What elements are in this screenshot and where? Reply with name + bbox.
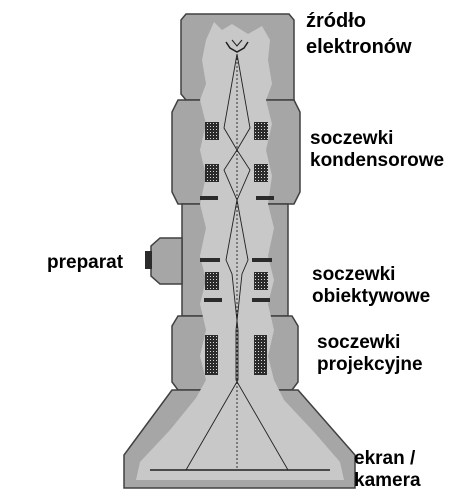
objective-aperture-right bbox=[252, 298, 270, 302]
objective-lenses bbox=[200, 258, 272, 302]
objective-aperture-left bbox=[204, 298, 222, 302]
ray-left bbox=[185, 53, 239, 471]
projector-lens-right bbox=[254, 335, 267, 375]
label-objective-line2: obiektywowe bbox=[312, 286, 431, 307]
specimen-holder-knob bbox=[145, 251, 152, 269]
specimen-plane-right bbox=[252, 258, 272, 262]
label-condenser-line2: kondensorowe bbox=[310, 150, 445, 171]
specimen-plane-left bbox=[200, 258, 220, 262]
ray-right bbox=[235, 53, 289, 471]
condenser-lenses bbox=[200, 122, 274, 200]
label-screen-line1: ekran / bbox=[354, 448, 416, 469]
specimen-holder bbox=[150, 237, 183, 285]
label-objective: soczewki obiektywowe bbox=[312, 264, 430, 308]
projector-lenses bbox=[205, 335, 267, 375]
label-screen: ekran / kamera bbox=[354, 448, 421, 492]
condenser-lens-1-left bbox=[205, 122, 219, 140]
condenser-lens-2-left bbox=[205, 164, 219, 182]
label-objective-line1: soczewki bbox=[312, 264, 396, 285]
label-condenser-line1: soczewki bbox=[310, 128, 394, 149]
label-screen-line2: kamera bbox=[354, 470, 421, 491]
objective-lens-right bbox=[254, 272, 268, 290]
objective-lens-left bbox=[205, 272, 219, 290]
label-projector: soczewki projekcyjne bbox=[317, 332, 423, 376]
label-source-line1: źródło bbox=[306, 10, 366, 32]
electron-source-filament bbox=[225, 41, 249, 53]
condenser-lens-1-right bbox=[254, 122, 268, 140]
label-condenser: soczewki kondensorowe bbox=[310, 128, 444, 172]
projector-lens-left bbox=[205, 335, 218, 375]
label-source: źródło elektronów bbox=[306, 8, 412, 60]
condenser-aperture-right bbox=[256, 196, 274, 200]
label-projector-line1: soczewki bbox=[317, 332, 401, 353]
condenser-lens-2-right bbox=[254, 164, 268, 182]
label-projector-line2: projekcyjne bbox=[317, 354, 423, 375]
beam-path-region bbox=[136, 22, 344, 480]
condenser-aperture-left bbox=[200, 196, 218, 200]
electron-ray-paths bbox=[185, 53, 289, 471]
label-source-line2: elektronów bbox=[306, 36, 412, 58]
label-specimen: preparat bbox=[47, 252, 124, 273]
